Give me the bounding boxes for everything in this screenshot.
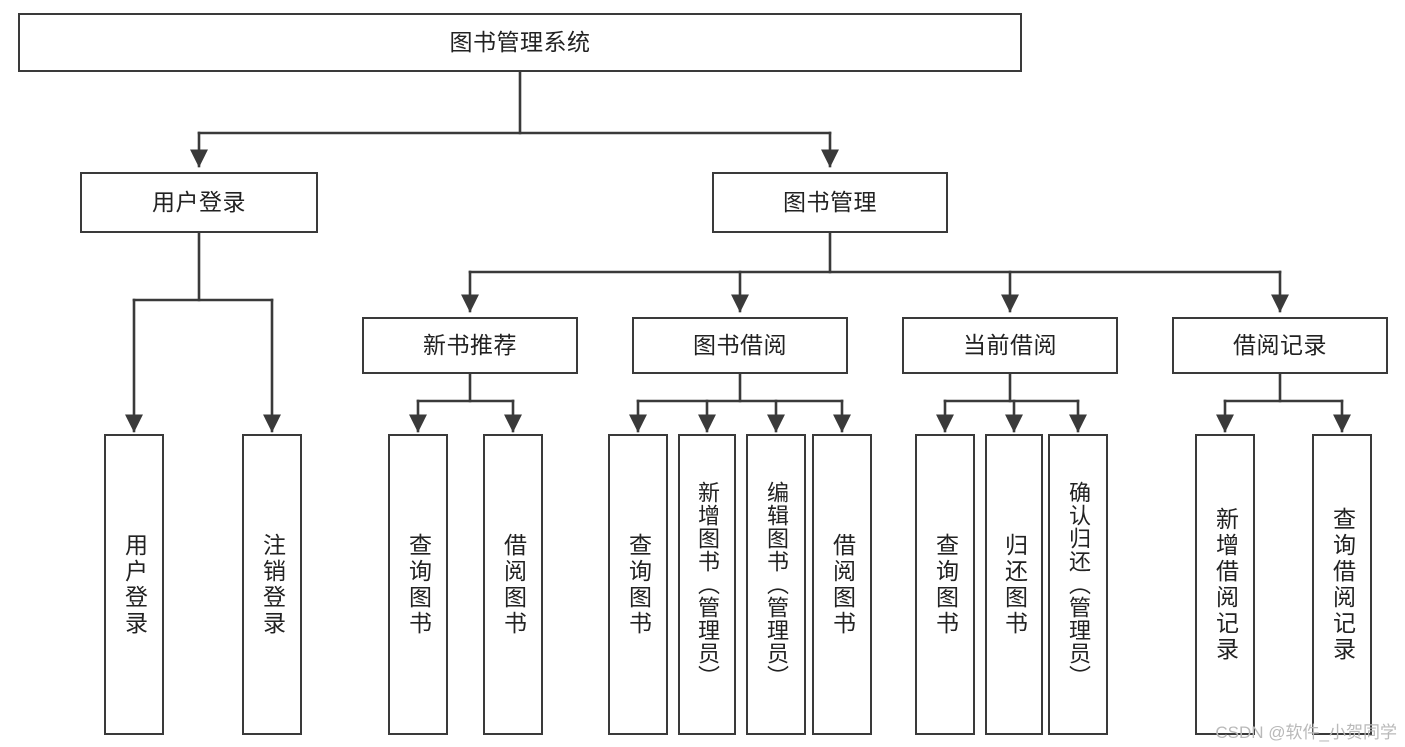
node-new-book-recommend-label: 新书推荐: [423, 331, 517, 358]
node-current-borrow[interactable]: 当前借阅: [902, 317, 1118, 374]
node-borrow-record-label: 借阅记录: [1233, 331, 1327, 358]
node-root[interactable]: 图书管理系统: [18, 13, 1022, 72]
node-leaf-query-borrow-record-label: 查询借阅记录: [1329, 506, 1356, 663]
node-book-management[interactable]: 图书管理: [712, 172, 948, 233]
node-leaf-recommend-borrow-book[interactable]: 借阅图书: [483, 434, 543, 735]
node-leaf-current-query-book[interactable]: 查询图书: [915, 434, 975, 735]
node-book-borrow[interactable]: 图书借阅: [632, 317, 848, 374]
node-book-borrow-label: 图书借阅: [693, 331, 787, 358]
node-book-management-label: 图书管理: [783, 188, 877, 215]
node-leaf-borrow-query-book[interactable]: 查询图书: [608, 434, 668, 735]
node-leaf-borrow-query-book-label: 查询图书: [625, 532, 652, 637]
node-leaf-add-borrow-record-label: 新增借阅记录: [1212, 506, 1239, 663]
node-leaf-confirm-return-admin-label: 确认归还（管理员）: [1066, 481, 1091, 688]
node-leaf-query-borrow-record[interactable]: 查询借阅记录: [1312, 434, 1372, 735]
node-user-login-label: 用户登录: [152, 188, 246, 215]
node-leaf-recommend-query-book[interactable]: 查询图书: [388, 434, 448, 735]
node-leaf-edit-book-admin-label: 编辑图书（管理员）: [764, 481, 789, 688]
node-leaf-user-login-label: 用户登录: [121, 532, 148, 637]
node-leaf-edit-book-admin[interactable]: 编辑图书（管理员）: [746, 434, 806, 735]
node-leaf-return-book[interactable]: 归还图书: [985, 434, 1043, 735]
node-leaf-recommend-borrow-book-label: 借阅图书: [500, 532, 527, 637]
node-leaf-add-borrow-record[interactable]: 新增借阅记录: [1195, 434, 1255, 735]
node-current-borrow-label: 当前借阅: [963, 331, 1057, 358]
node-leaf-return-book-label: 归还图书: [1001, 532, 1028, 637]
node-leaf-recommend-query-book-label: 查询图书: [405, 532, 432, 637]
csdn-watermark: CSDN @软件_小贺同学: [1215, 723, 1397, 742]
node-borrow-record[interactable]: 借阅记录: [1172, 317, 1388, 374]
node-leaf-current-query-book-label: 查询图书: [932, 532, 959, 637]
node-leaf-borrow-borrow-book[interactable]: 借阅图书: [812, 434, 872, 735]
node-leaf-confirm-return-admin[interactable]: 确认归还（管理员）: [1048, 434, 1108, 735]
node-user-login[interactable]: 用户登录: [80, 172, 318, 233]
node-leaf-logout-label: 注销登录: [259, 532, 286, 637]
node-root-label: 图书管理系统: [449, 28, 591, 55]
node-leaf-logout[interactable]: 注销登录: [242, 434, 302, 735]
node-new-book-recommend[interactable]: 新书推荐: [362, 317, 578, 374]
node-leaf-borrow-borrow-book-label: 借阅图书: [829, 532, 856, 637]
node-leaf-user-login[interactable]: 用户登录: [104, 434, 164, 735]
node-leaf-add-book-admin-label: 新增图书（管理员）: [695, 481, 720, 688]
node-leaf-add-book-admin[interactable]: 新增图书（管理员）: [678, 434, 736, 735]
